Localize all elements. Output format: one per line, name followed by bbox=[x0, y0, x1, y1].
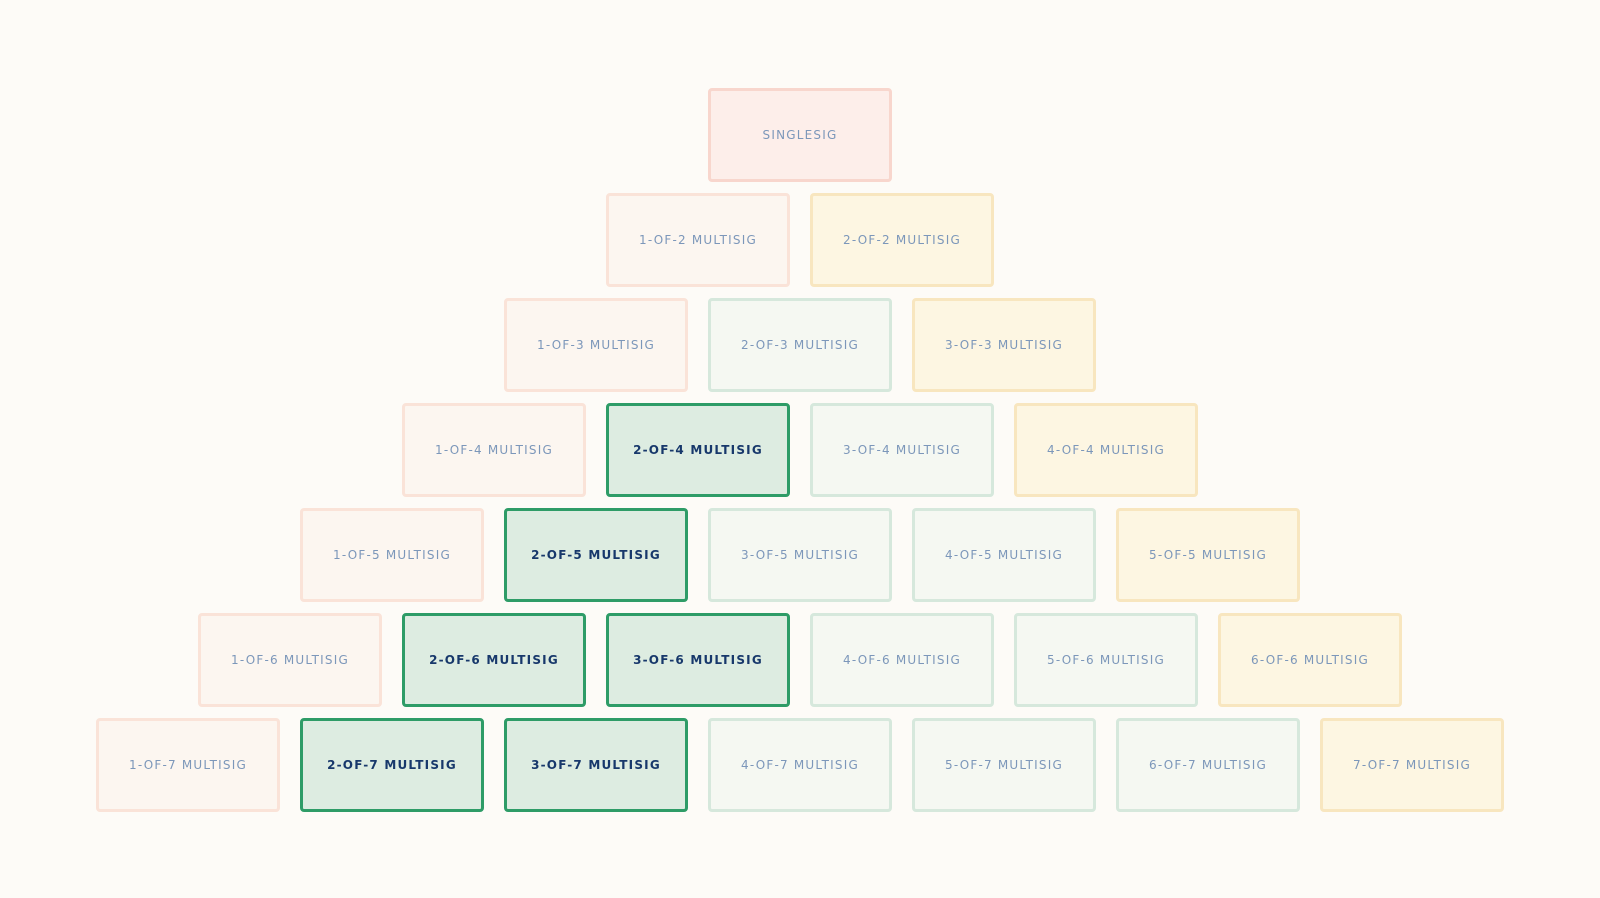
4-of-6-multisig-box: 4-OF-6 MULTISIG bbox=[810, 613, 994, 707]
1-of-7-multisig-box: 1-OF-7 MULTISIG bbox=[96, 718, 280, 812]
2-of-7-multisig-box: 2-OF-7 MULTISIG bbox=[300, 718, 484, 812]
2-of-4-multisig-box: 2-OF-4 MULTISIG bbox=[606, 403, 790, 497]
1-of-3-multisig-box: 1-OF-3 MULTISIG bbox=[504, 298, 688, 392]
6-of-7-multisig-box: 6-OF-7 MULTISIG bbox=[1116, 718, 1300, 812]
2-of-5-multisig-box: 2-OF-5 MULTISIG bbox=[504, 508, 688, 602]
6-of-6-multisig-box: 6-OF-6 MULTISIG bbox=[1218, 613, 1402, 707]
1-of-4-multisig-box: 1-OF-4 MULTISIG bbox=[402, 403, 586, 497]
pyramid-row-1: SINGLESIG bbox=[0, 88, 1600, 182]
2-of-6-multisig-box: 2-OF-6 MULTISIG bbox=[402, 613, 586, 707]
3-of-3-multisig-box: 3-OF-3 MULTISIG bbox=[912, 298, 1096, 392]
3-of-5-multisig-box: 3-OF-5 MULTISIG bbox=[708, 508, 892, 602]
1-of-5-multisig-box: 1-OF-5 MULTISIG bbox=[300, 508, 484, 602]
5-of-5-multisig-box: 5-OF-5 MULTISIG bbox=[1116, 508, 1300, 602]
2-of-2-multisig-box: 2-OF-2 MULTISIG bbox=[810, 193, 994, 287]
5-of-7-multisig-box: 5-OF-7 MULTISIG bbox=[912, 718, 1096, 812]
7-of-7-multisig-box: 7-OF-7 MULTISIG bbox=[1320, 718, 1504, 812]
4-of-7-multisig-box: 4-OF-7 MULTISIG bbox=[708, 718, 892, 812]
2-of-3-multisig-box: 2-OF-3 MULTISIG bbox=[708, 298, 892, 392]
singlesig-box: SINGLESIG bbox=[708, 88, 892, 182]
1-of-2-multisig-box: 1-OF-2 MULTISIG bbox=[606, 193, 790, 287]
4-of-5-multisig-box: 4-OF-5 MULTISIG bbox=[912, 508, 1096, 602]
3-of-6-multisig-box: 3-OF-6 MULTISIG bbox=[606, 613, 790, 707]
3-of-7-multisig-box: 3-OF-7 MULTISIG bbox=[504, 718, 688, 812]
4-of-4-multisig-box: 4-OF-4 MULTISIG bbox=[1014, 403, 1198, 497]
3-of-4-multisig-box: 3-OF-4 MULTISIG bbox=[810, 403, 994, 497]
5-of-6-multisig-box: 5-OF-6 MULTISIG bbox=[1014, 613, 1198, 707]
1-of-6-multisig-box: 1-OF-6 MULTISIG bbox=[198, 613, 382, 707]
